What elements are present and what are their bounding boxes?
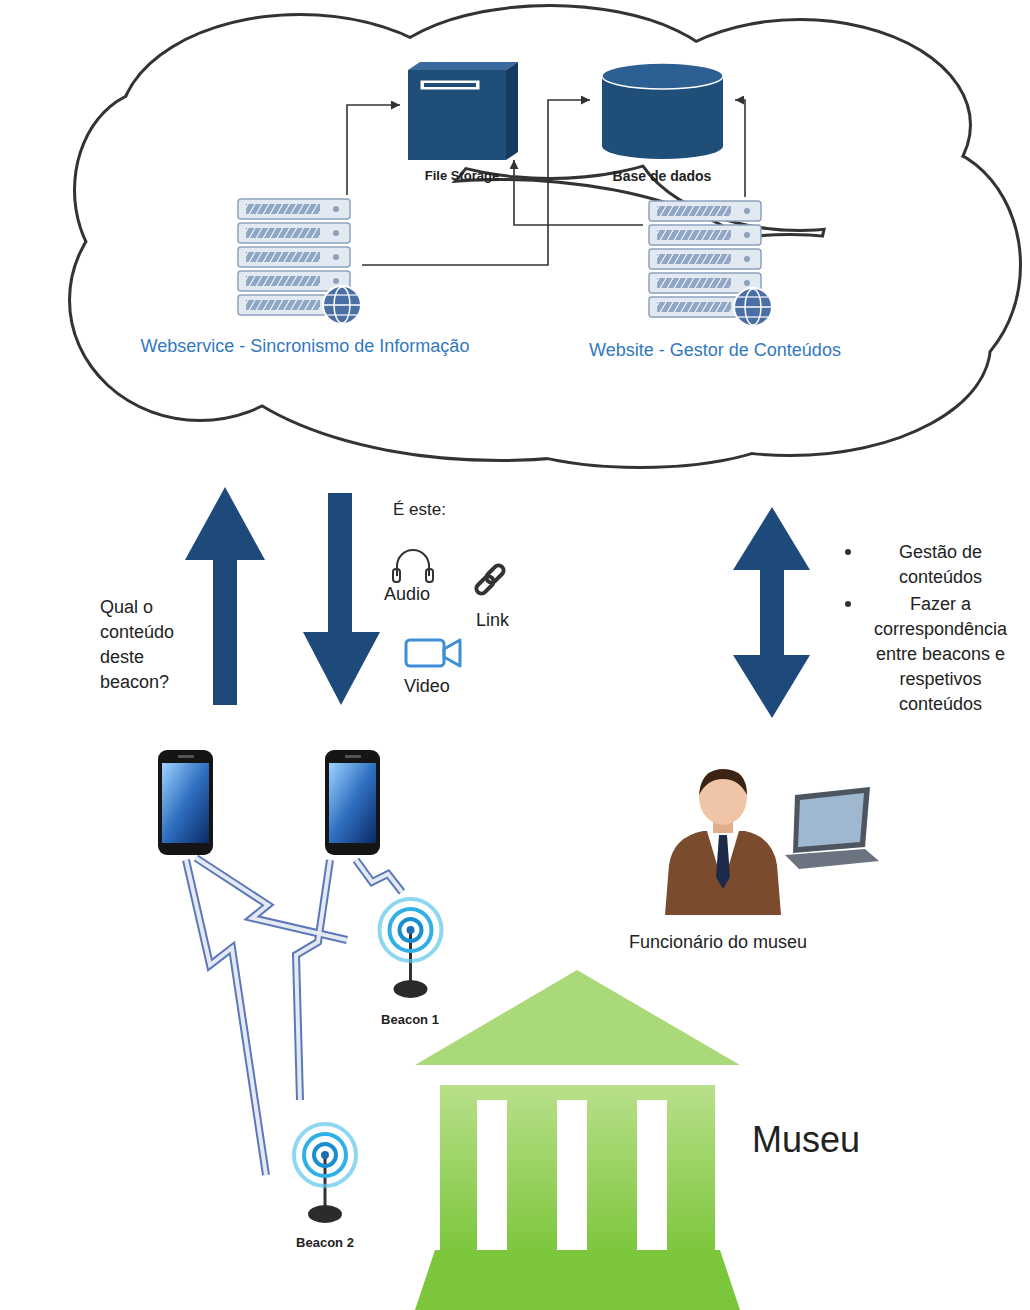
- request-text: Qual o conteúdo deste beacon?: [100, 595, 195, 695]
- bullet: [845, 549, 851, 607]
- node-label: Museu: [752, 1118, 860, 1161]
- content-type: Video: [404, 676, 450, 698]
- cloud-outline: [70, 6, 1020, 467]
- node-label: Beacon 2: [296, 1235, 354, 1251]
- management-arrow: [733, 507, 810, 718]
- connector-arrow: [735, 100, 745, 197]
- node-label: Funcionário do museu: [629, 932, 807, 954]
- cloud-fill: [71, 7, 1019, 466]
- video-icon: [406, 640, 460, 666]
- person-icon: Funcionário do museu: [655, 765, 880, 915]
- database-icon: [590, 60, 735, 160]
- node-label: Beacon 1: [381, 1012, 439, 1028]
- museum-building: [415, 970, 740, 1310]
- smartphone: [325, 750, 380, 855]
- beacon-icon: Beacon 2: [290, 1110, 360, 1225]
- content-type: Audio: [384, 584, 430, 606]
- beacon-icon: [290, 1110, 360, 1225]
- content-type: Link: [476, 610, 509, 632]
- museum-building: Museu: [415, 970, 740, 1310]
- node-label: File Storage: [425, 168, 499, 184]
- node-label: Website - Gestor de Conteúdos: [589, 340, 841, 362]
- person-icon: [655, 765, 880, 915]
- server-icon: Website - Gestor de Conteúdos: [643, 197, 773, 327]
- beacon-icon: Beacon 1: [378, 885, 443, 1000]
- storage-icon: File Storage: [400, 60, 525, 160]
- link-icon: [474, 563, 505, 595]
- server-icon: [232, 195, 362, 325]
- response-arrow: [303, 493, 380, 705]
- headphones-icon: [393, 550, 433, 582]
- server-icon: [643, 197, 773, 327]
- beacon-icon: [378, 885, 443, 1000]
- database-icon: Base de dados: [590, 60, 735, 160]
- node-label: Webservice - Sincronismo de Informação: [141, 336, 470, 358]
- request-arrow: [185, 487, 265, 705]
- bullet-text: Gestão de conteúdos: [858, 540, 1023, 590]
- response-text: É este:: [393, 500, 446, 520]
- connector-arrow: [347, 105, 400, 195]
- signal-bolt: [186, 858, 402, 1175]
- smartphone: [158, 750, 213, 855]
- storage-icon: [400, 60, 525, 160]
- bullet-text: Fazer a correspondência entre beacons e …: [858, 592, 1023, 717]
- server-icon: Webservice - Sincronismo de Informação: [232, 195, 362, 325]
- node-label: Base de dados: [613, 168, 712, 185]
